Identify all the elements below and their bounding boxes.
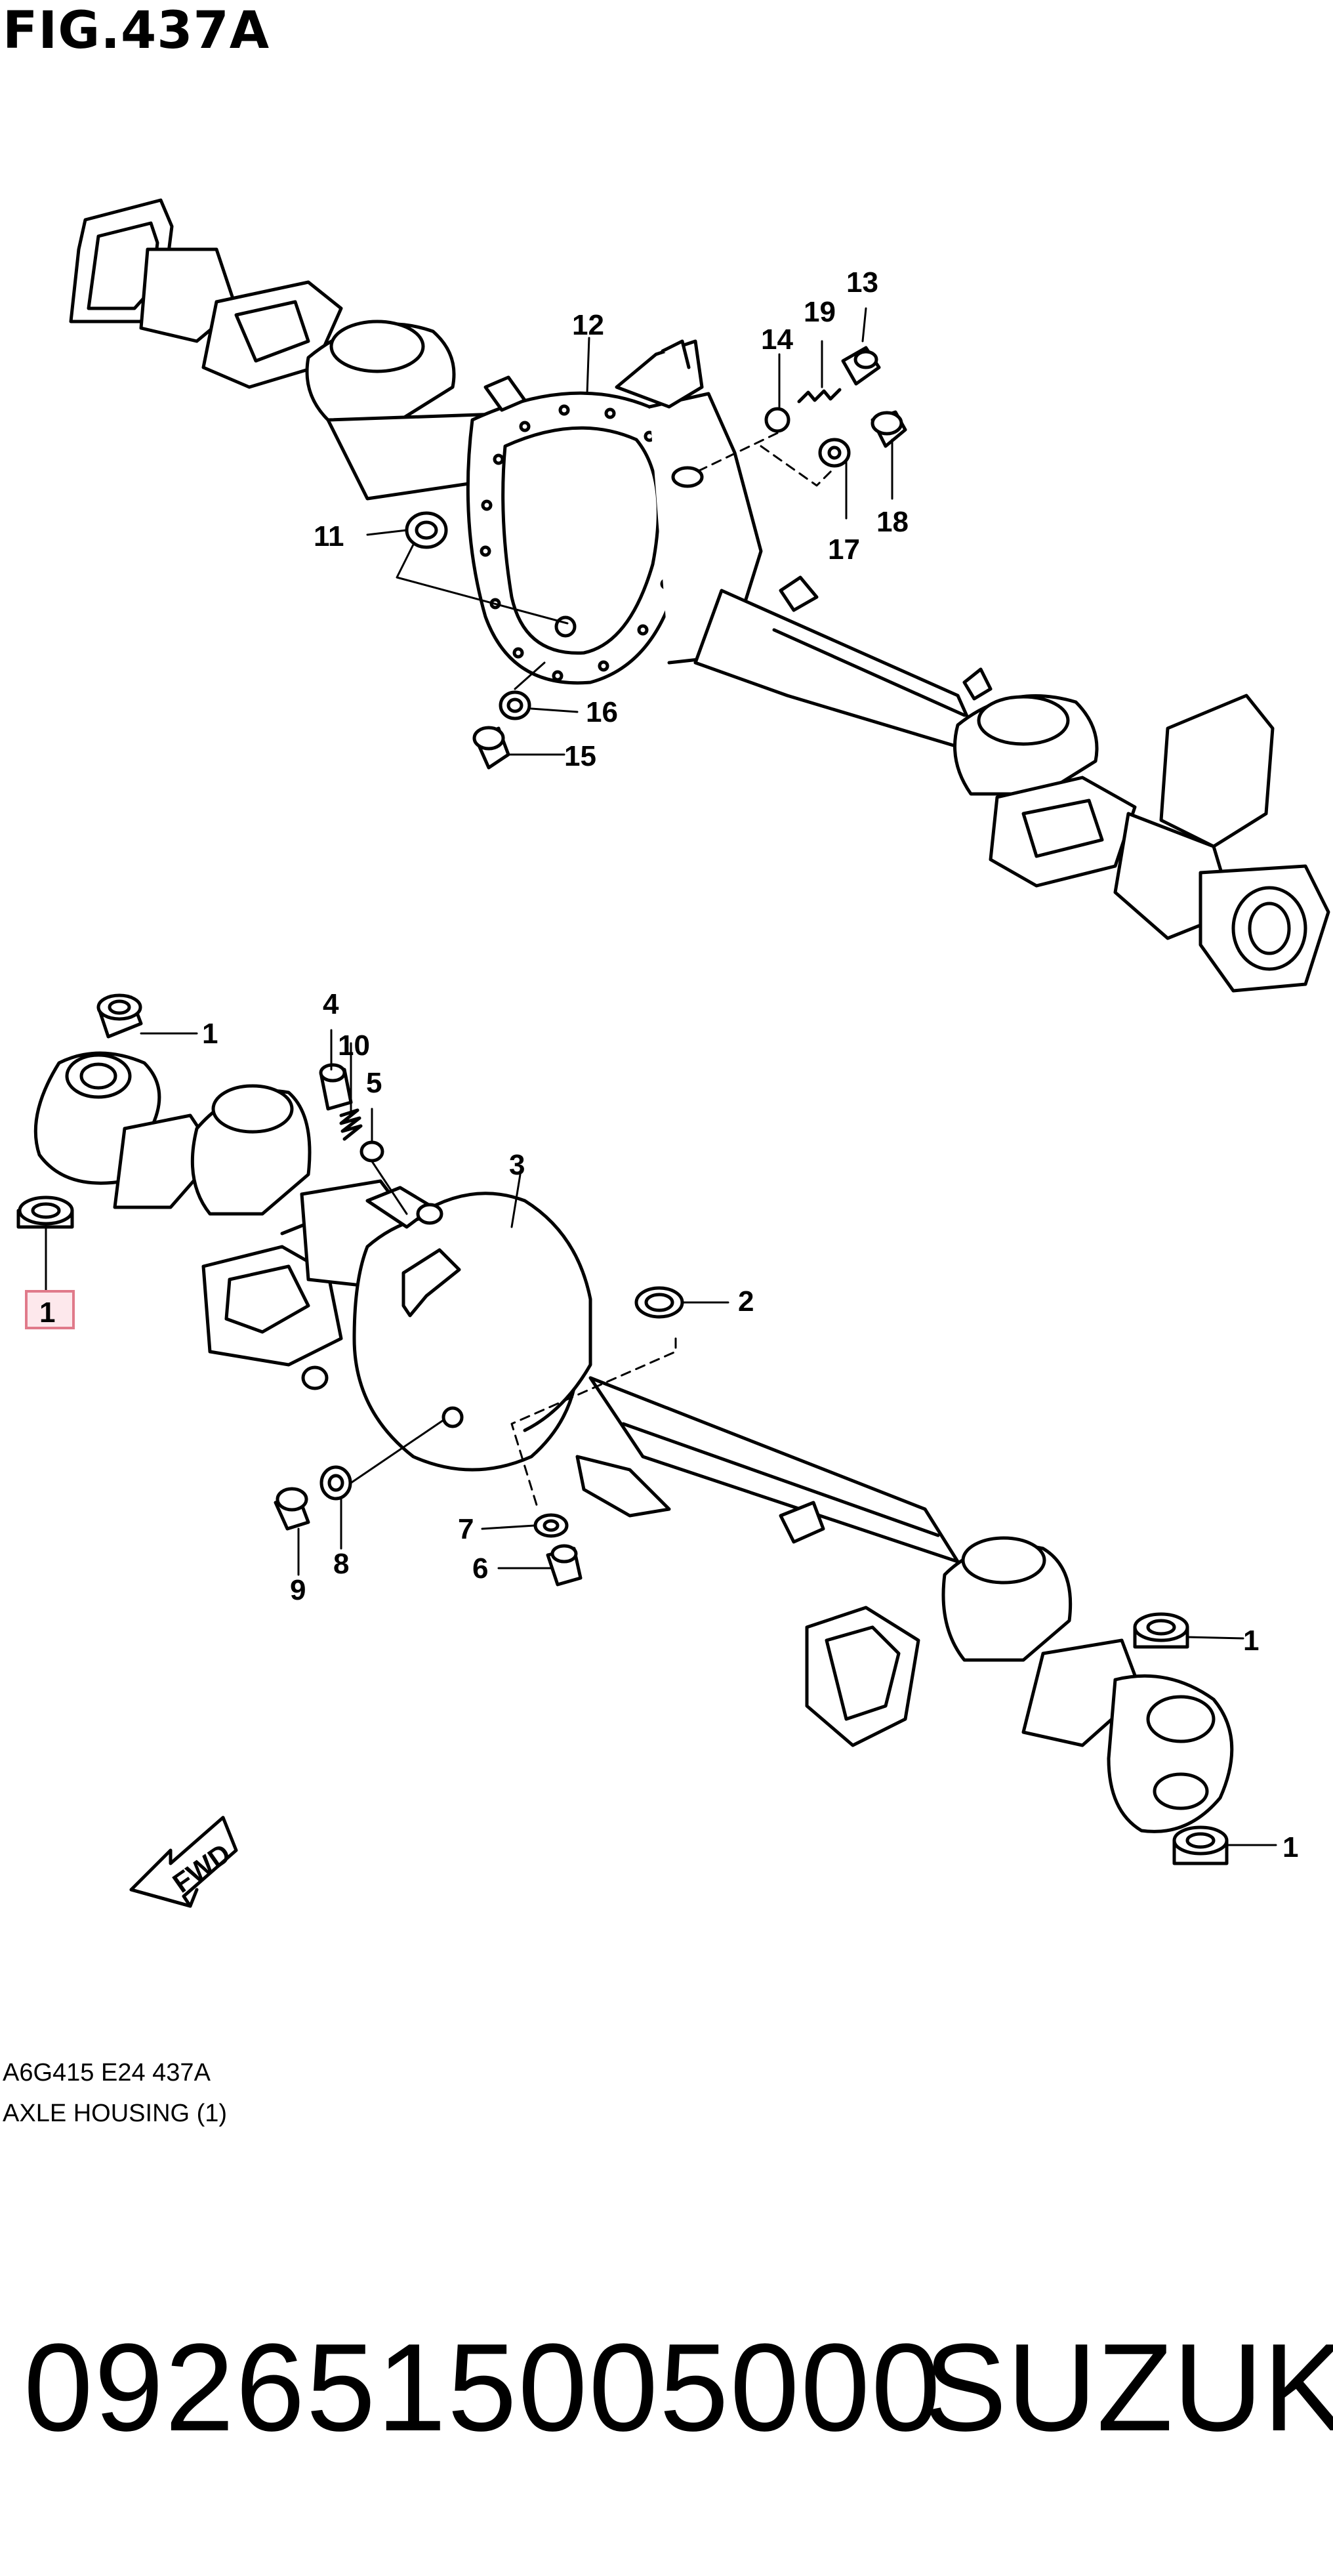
lower-callouts: 1 1 1 1 4 10 5 3 2 7 6 9 8 — [39, 988, 1298, 1863]
upper-leader-lines — [366, 307, 893, 756]
callout-1-top-left[interactable]: 1 — [202, 1018, 218, 1050]
callout-10[interactable]: 10 — [338, 1029, 370, 1062]
callout-18[interactable]: 18 — [876, 506, 909, 538]
callout-12[interactable]: 12 — [572, 309, 604, 341]
upper-axle-housing — [69, 198, 1330, 993]
callout-8[interactable]: 8 — [333, 1548, 349, 1580]
callout-16[interactable]: 16 — [586, 696, 618, 728]
callout-19[interactable]: 19 — [804, 296, 836, 328]
highlighted-callout-box[interactable] — [25, 1290, 75, 1329]
exploded-parts-diagram: 12 13 19 14 17 18 11 16 15 1 1 1 1 4 10 … — [16, 198, 1330, 1908]
callout-13[interactable]: 13 — [846, 266, 878, 299]
callout-1-bottom-right[interactable]: 1 — [1282, 1831, 1298, 1863]
brand-name: SUZUKI — [924, 2318, 1333, 2457]
callout-5[interactable]: 5 — [366, 1067, 382, 1099]
lower-small-parts — [16, 993, 1229, 1908]
lower-leader-lines — [45, 1029, 1277, 1846]
diagram-caption: AXLE HOUSING (1) — [3, 2100, 228, 2127]
figure-title: FIG.437A — [3, 1, 270, 60]
callout-2[interactable]: 2 — [738, 1285, 754, 1318]
callout-11[interactable]: 11 — [314, 520, 344, 552]
callout-14[interactable]: 14 — [761, 323, 793, 356]
diagram-code: A6G415 E24 437A — [3, 2059, 211, 2087]
upper-callouts: 12 13 19 14 17 18 11 16 15 — [314, 266, 909, 772]
part-number: 0926515005000 — [24, 2318, 942, 2457]
callout-3[interactable]: 3 — [509, 1149, 525, 1181]
lower-axle-housing — [33, 1051, 1234, 1833]
callout-6[interactable]: 6 — [472, 1552, 488, 1585]
callout-7[interactable]: 7 — [458, 1513, 474, 1545]
callout-9[interactable]: 9 — [290, 1574, 306, 1606]
callout-1-right[interactable]: 1 — [1243, 1625, 1259, 1657]
upper-small-parts — [405, 346, 907, 770]
callout-17[interactable]: 17 — [828, 533, 860, 566]
callout-1-highlighted[interactable]: 1 — [39, 1297, 55, 1329]
callout-4[interactable]: 4 — [323, 988, 339, 1020]
callout-15[interactable]: 15 — [564, 740, 596, 772]
